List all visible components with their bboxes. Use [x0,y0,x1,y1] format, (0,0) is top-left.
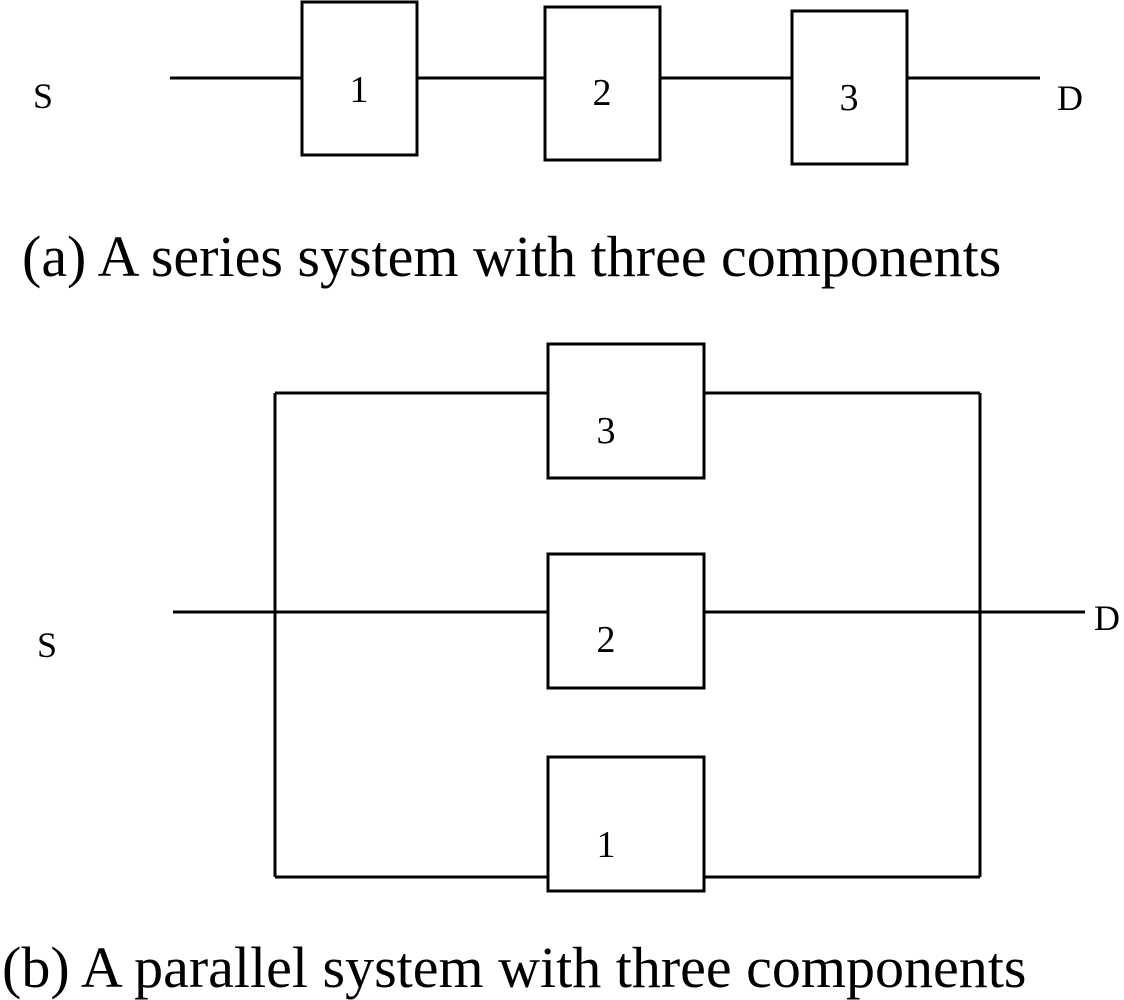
parallel-component-label-3: 3 [597,410,616,452]
parallel-system: S 3 2 D 1 (b) A parallel system with thr… [2,342,1120,1000]
series-system: S 1 2 3 D (a) A series system with three… [22,0,1083,289]
series-caption: (a) A series system with three component… [22,224,1001,289]
series-component-label-2: 2 [593,72,612,114]
series-component-box-2 [543,5,662,162]
series-destination-label: D [1057,78,1083,118]
series-component-box-3 [790,9,909,166]
parallel-component-label-2: 2 [597,619,616,661]
parallel-component-box-3 [546,342,706,480]
parallel-source-label: S [37,625,57,665]
parallel-destination-label: D [1094,598,1120,638]
parallel-component-box-2 [546,552,706,690]
parallel-component-label-1: 1 [597,824,616,866]
parallel-caption: (b) A parallel system with three compone… [2,935,1026,1000]
series-source-label: S [33,76,53,116]
parallel-component-box-1 [546,755,706,893]
series-component-label-1: 1 [350,69,369,111]
series-component-label-3: 3 [840,77,859,119]
